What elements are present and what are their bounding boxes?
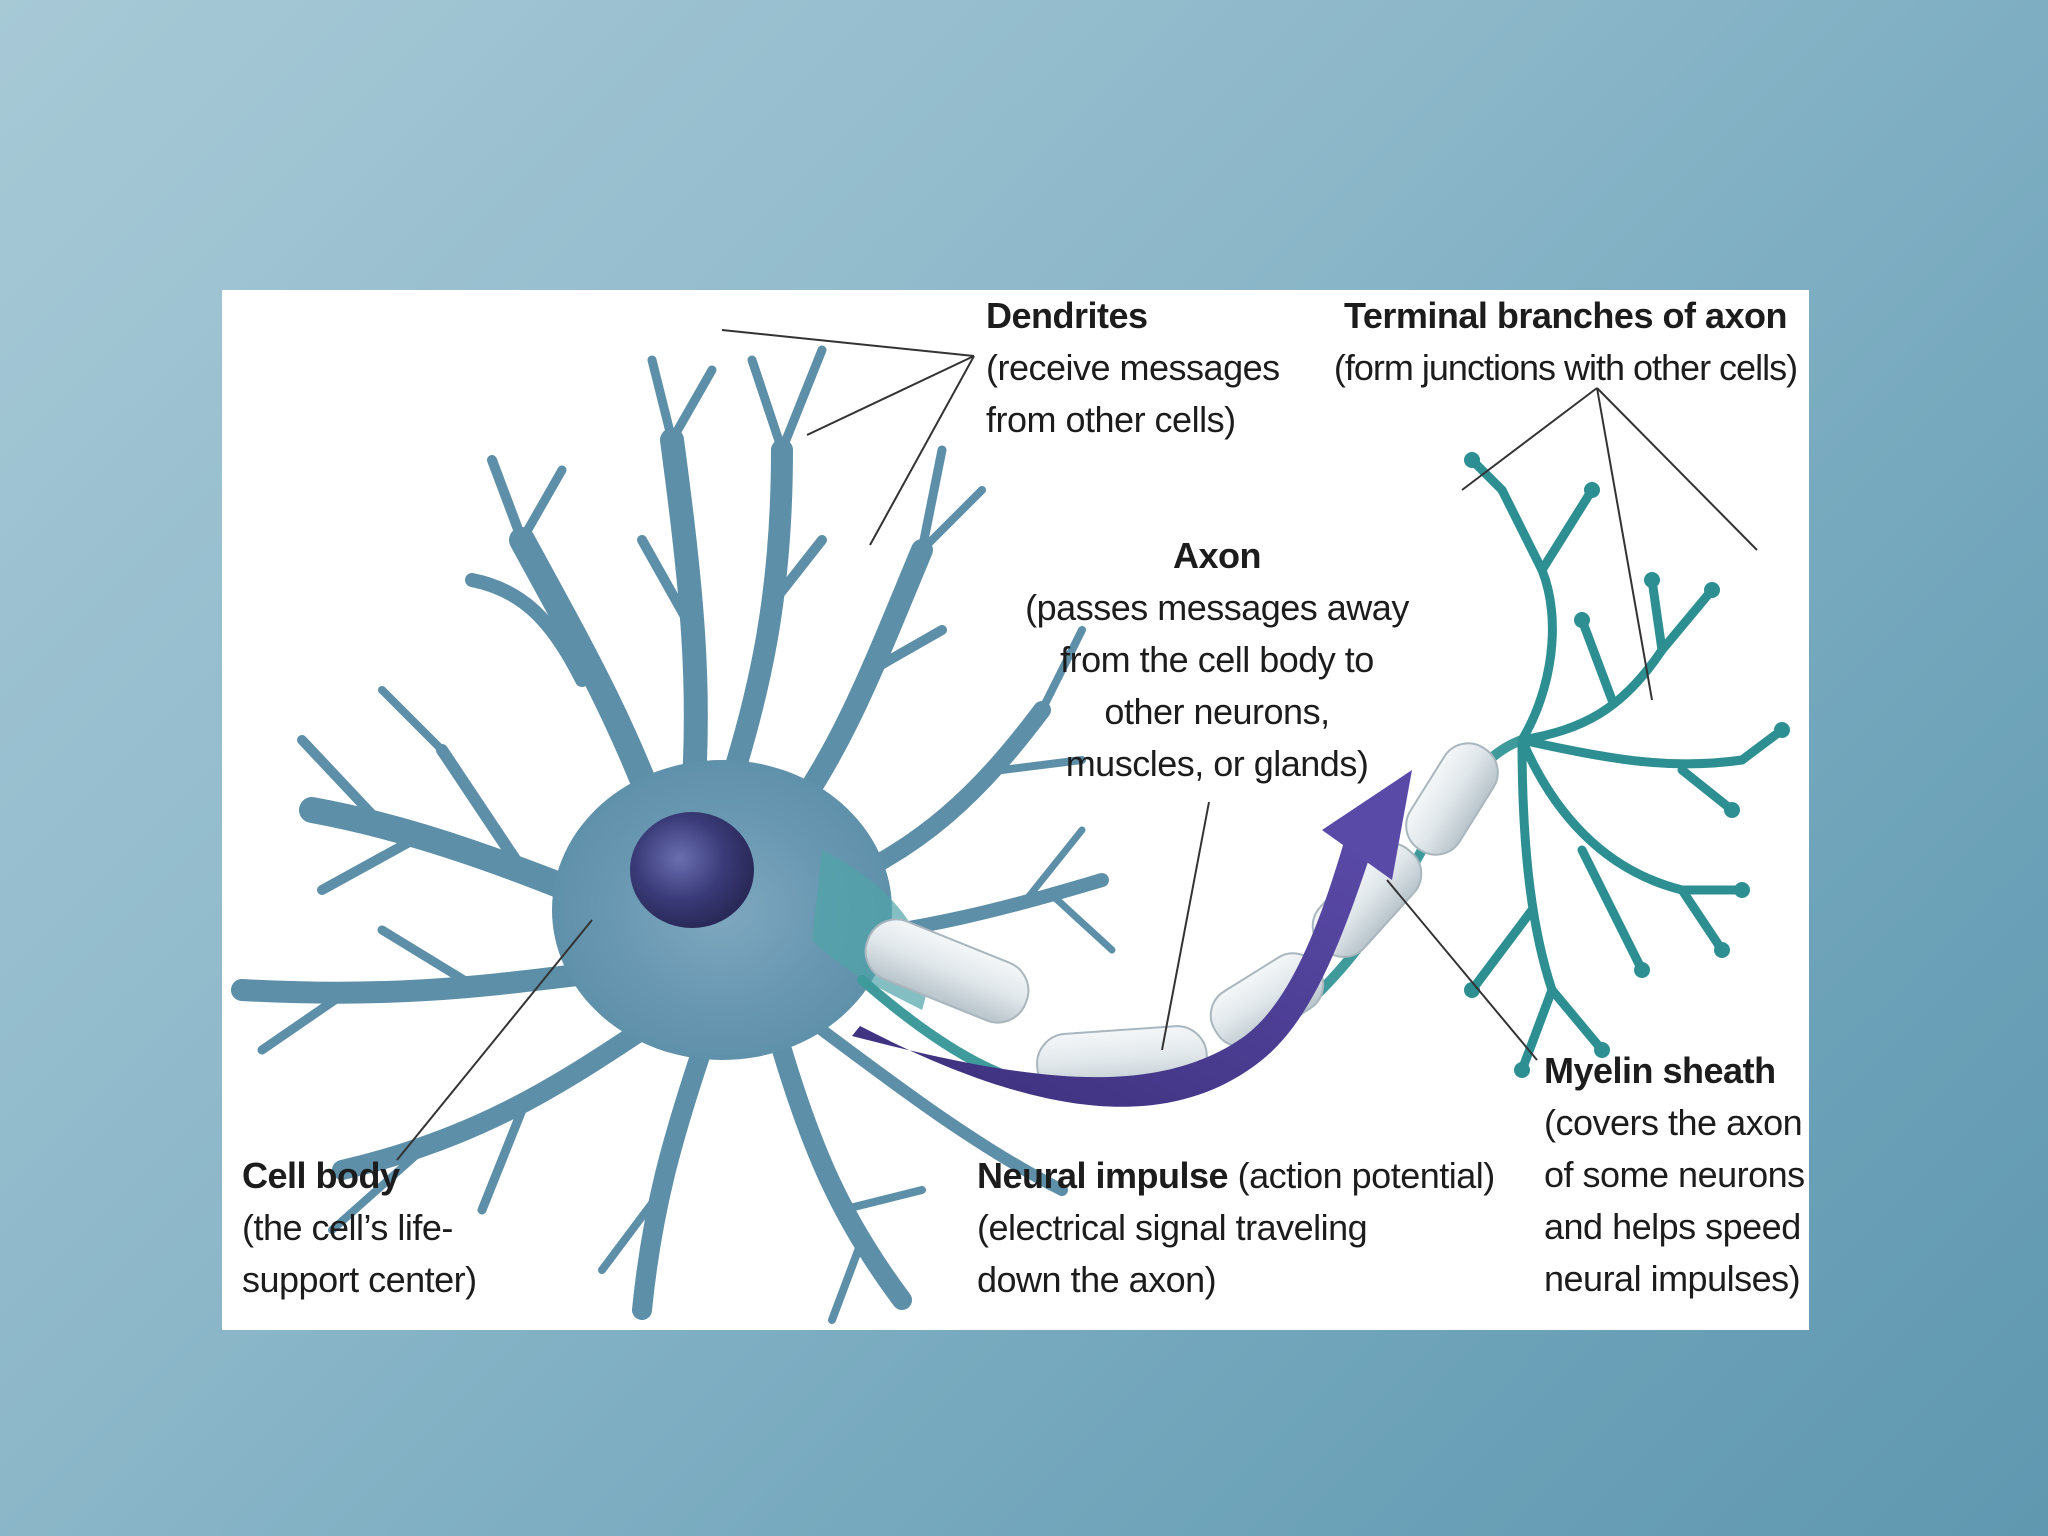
dendrites (231, 345, 1116, 1324)
terminal-branches-label: Terminal branches of axon (form junction… (1322, 290, 1809, 394)
myelin-title: Myelin sheath (1544, 1050, 1776, 1091)
impulse-title-suffix: (action potential) (1228, 1155, 1496, 1196)
dendrites-line-2: from other cells) (986, 399, 1236, 440)
myelin-sheath-label: Myelin sheath (covers the axon of some n… (1544, 1045, 1805, 1305)
impulse-arrow-body (852, 842, 1372, 1107)
dendrites-title: Dendrites (986, 295, 1148, 336)
impulse-line-1: (electrical signal traveling (977, 1207, 1368, 1248)
leader-lines (396, 329, 1758, 1161)
impulse-arrow-head (1322, 770, 1412, 880)
dendrites-line-1: (receive messages (986, 347, 1280, 388)
terminal-branches (1467, 455, 1787, 1075)
dendrites-label: Dendrites (receive messages from other c… (986, 290, 1280, 446)
myelin-line-2: of some neurons (1544, 1154, 1805, 1195)
terminal-title: Terminal branches of axon (1344, 295, 1787, 336)
axon-line-4: muscles, or glands) (1065, 743, 1369, 784)
myelin-line-1: (covers the axon (1544, 1102, 1803, 1143)
terminal-line-1: (form junctions with other cells) (1333, 347, 1798, 388)
cellbody-line-2: support center) (242, 1259, 477, 1300)
neuron-illustration (231, 329, 1790, 1324)
cell-body-label: Cell body (the cell’s life- support cent… (242, 1150, 477, 1306)
impulse-title: Neural impulse (977, 1155, 1229, 1196)
myelin-line-3: and helps speed (1544, 1206, 1801, 1247)
myelin-line-4: neural impulses) (1544, 1258, 1801, 1299)
nucleus-shape (630, 812, 754, 928)
impulse-line-2: down the axon) (977, 1259, 1217, 1300)
neuron-diagram-panel: Dendrites (receive messages from other c… (222, 290, 1809, 1330)
terminal-knobs (1464, 452, 1790, 1078)
axon-title: Axon (1173, 535, 1262, 576)
axon-line-3: other neurons, (1104, 691, 1330, 732)
axon-line-2: from the cell body to (1060, 639, 1374, 680)
cellbody-line-1: (the cell’s life- (242, 1207, 453, 1248)
axon-line-1: (passes messages away (1025, 587, 1409, 628)
cellbody-title: Cell body (242, 1155, 400, 1196)
neural-impulse-label: Neural impulse (action potential) (elect… (977, 1150, 1495, 1306)
axon-label: Axon (passes messages away from the cell… (997, 530, 1437, 790)
